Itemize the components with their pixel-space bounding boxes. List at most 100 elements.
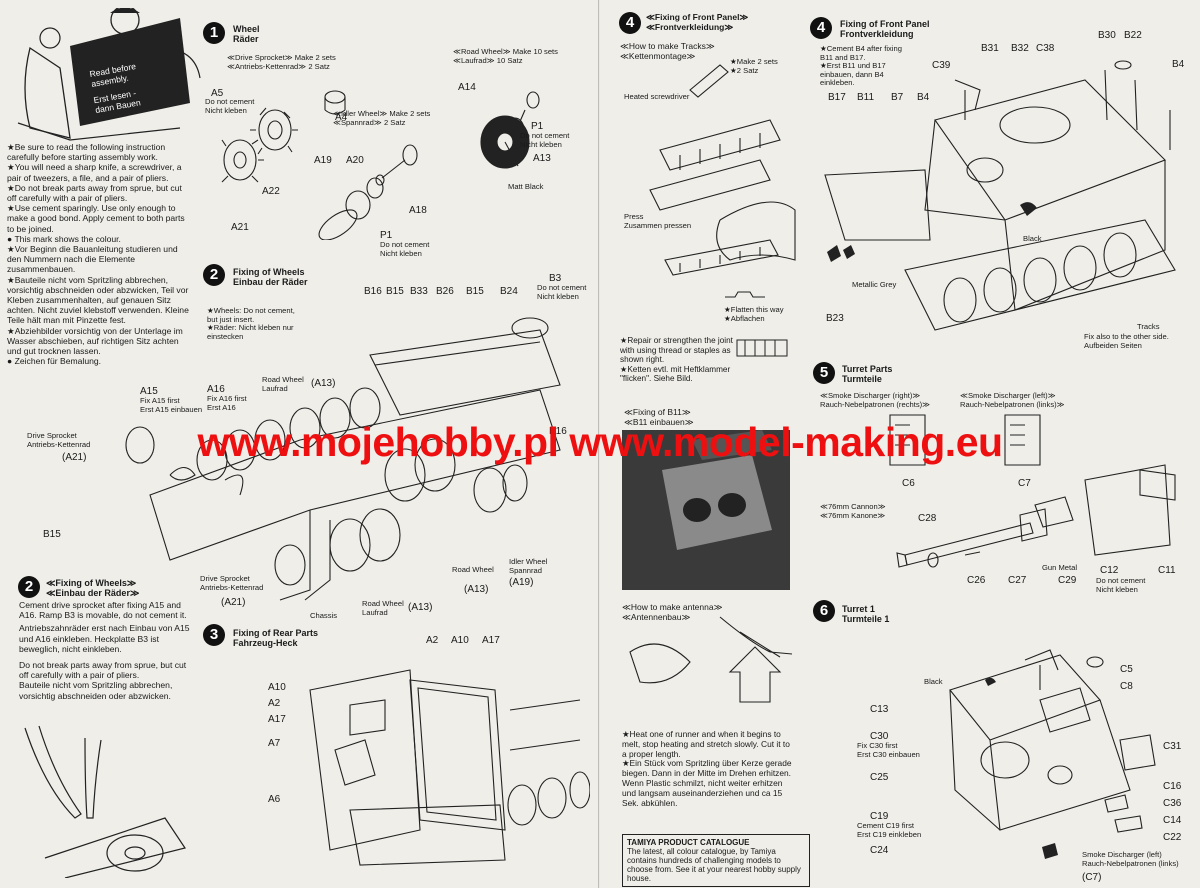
b3-note-en: Do not cement [537,283,587,292]
step-4b-title: Fixing of Front Panel Frontverkleidung [840,19,930,39]
antenna-en-text: ★Heat one of runner and when it begins t… [622,729,790,759]
antenna-text: ★Heat one of runner and when it begins t… [622,729,794,808]
label-a17-left: A17 [268,714,286,725]
catalogue-title: TAMIYA PRODUCT CATALOGUE [627,838,750,847]
label-c7: C7 [1018,478,1031,489]
smoke-left-6: Smoke Discharger (left)Rauch-Nebelpatron… [1082,850,1179,868]
repair-text: ★Repair or strengthen the joint with usi… [620,336,748,384]
hull-drawing [824,60,1176,331]
step-1-title-de: Räder [233,34,259,44]
intro-p1: ★Be sure to read the following instructi… [7,142,166,163]
label-a13-mid: (A13) [464,584,489,595]
left-page: Read before assembly. Erst lesen - dann … [0,0,599,888]
step-2b-de: Antriebszahnräder erst nach Einbau von A… [19,623,190,654]
label-a10-top: A10 [451,635,469,646]
intro-p6: ★Vor Beginn die Bauanleitung studieren u… [7,244,178,275]
b11-de: ≪B11 einbauen≫ [624,417,694,427]
c19-note-en: Cement C19 first [857,821,914,830]
flatten-de: ★Abflachen [724,313,765,323]
label-a22: A22 [262,186,280,197]
step-1-title: Wheel Räder [233,24,260,44]
label-a21-bottom: (A21) [221,597,246,608]
track-repair-icon [736,339,788,357]
reader-cartoon [17,8,201,141]
black-label: Black [1023,234,1042,243]
label-c6: C6 [902,478,915,489]
step-1-wheel-drawing [221,90,540,240]
a15-note-de: Erst A15 einbauen [140,404,203,414]
label-c26: C26 [967,575,986,586]
label-c31: C31 [1163,741,1182,752]
label-b15: B15 [386,286,404,297]
step-3-title-de: Fahrzeug-Heck [233,638,298,648]
step-5-title-de: Turmteile [842,374,882,384]
watermark-text: www.mojehobby.pl www.model-making.eu [197,419,1003,465]
iw-en: Idler Wheel [509,557,548,566]
step-3-title-en: Fixing of Rear Parts [233,628,319,638]
smoke-right-label: ≪Smoke Discharger (right)≫Rauch-Nebelpat… [820,391,930,409]
intro-p4: ★Use cement sparingly. Use only enough t… [7,203,185,234]
step-4b-title-en: Fixing of Front Panel [840,19,930,29]
label-p1: P1 [380,230,393,241]
repair-de: ★Ketten evtl. mit Heftklammer "flicken".… [620,364,731,384]
label-b11: B11 [857,92,875,103]
cannon-en: ≪76mm Cannon≫ [820,502,886,511]
tracks-drawing [649,64,796,298]
step-1-idler: ≪Idler Wheel≫ Make 2 sets≪Spannrad≫ 2 Sa… [333,109,430,127]
tracks-make2: ★Make 2 sets★2 Satz [730,57,778,75]
step-2b-title-de: ≪Einbau der Räder≫ [46,588,140,598]
label-b32: B32 [1011,43,1029,54]
step-2b-en: Cement drive sprocket after fixing A15 a… [19,600,187,621]
intro-p7: ★Bauteile nicht vom Spritzling abbrechen… [7,274,189,326]
step-1-drive: ≪Drive Sprocket≫ Make 2 sets≪Antriebs-Ke… [227,53,336,71]
step-2-note: ★Wheels: Do not cement, but just insert.… [207,306,307,341]
step-2-chassis-drawing [125,317,561,601]
label-c30: C30 [870,731,889,742]
road-label-de: ≪Laufrad≫ 10 Satz [453,55,523,65]
label-a17-top: A17 [482,635,500,646]
label-c13: C13 [870,704,889,715]
c12-note-de: Nicht kleben [1096,584,1138,594]
label-b15b: B15 [466,286,484,297]
b3-note-de: Nicht kleben [537,291,579,301]
chassis-label: Chassis [310,611,338,620]
label-b16: B16 [364,286,382,297]
label-a10-left: A10 [268,682,286,693]
step-1-title-en: Wheel [233,24,260,34]
cannon-label: ≪76mm Cannon≫≪76mm Kanone≫ [820,502,886,520]
intro-p8: ★Abziehbilder vorsichtig von der Unterla… [7,325,183,357]
flatten-label: ★Flatten this way★Abflachen [724,305,784,323]
drive-label: ≪Drive Sprocket≫ Make 2 sets [227,53,336,62]
c12-note-en: Do not cement [1096,576,1146,585]
c19-note-de: Erst C19 einkleben [857,829,922,839]
step-3-title: Fixing of Rear Parts Fahrzeug-Heck [233,628,318,648]
tracks-de: ≪Kettenmontage≫ [620,51,696,61]
antenna-en: ≪How to make antenna≫ [622,602,723,612]
tracks-heading: ≪How to make Tracks≫≪Kettenmontage≫ [620,41,715,61]
label-b31: B31 [981,43,999,54]
antenna-de: ≪Antennenbau≫ [622,612,691,622]
step-2-title: Fixing of Wheels Einbau der Räder [233,267,308,287]
iw-de: Spannrad [509,565,542,575]
label-c38: C38 [1036,43,1055,54]
label-b22: B22 [1124,30,1142,41]
label-a21-top: (A21) [62,452,87,463]
step-4a-number: 4 [619,12,641,34]
b11-en: ≪Fixing of B11≫ [624,407,691,417]
ds2-de: Antriebs-Kettenrad [200,582,264,592]
label-c28: C28 [918,513,937,524]
label-a18: A18 [409,205,427,216]
make2-en: ★Make 2 sets [730,57,778,66]
gun-metal-label: Gun Metal [1042,563,1078,572]
step-6-title-de: Turmteile 1 [842,614,890,624]
intro-p5: ● This mark shows the colour. [7,233,121,244]
label-c27: C27 [1008,575,1027,586]
press-de: Zusammen pressen [624,220,692,230]
label-a6: A6 [268,794,281,805]
